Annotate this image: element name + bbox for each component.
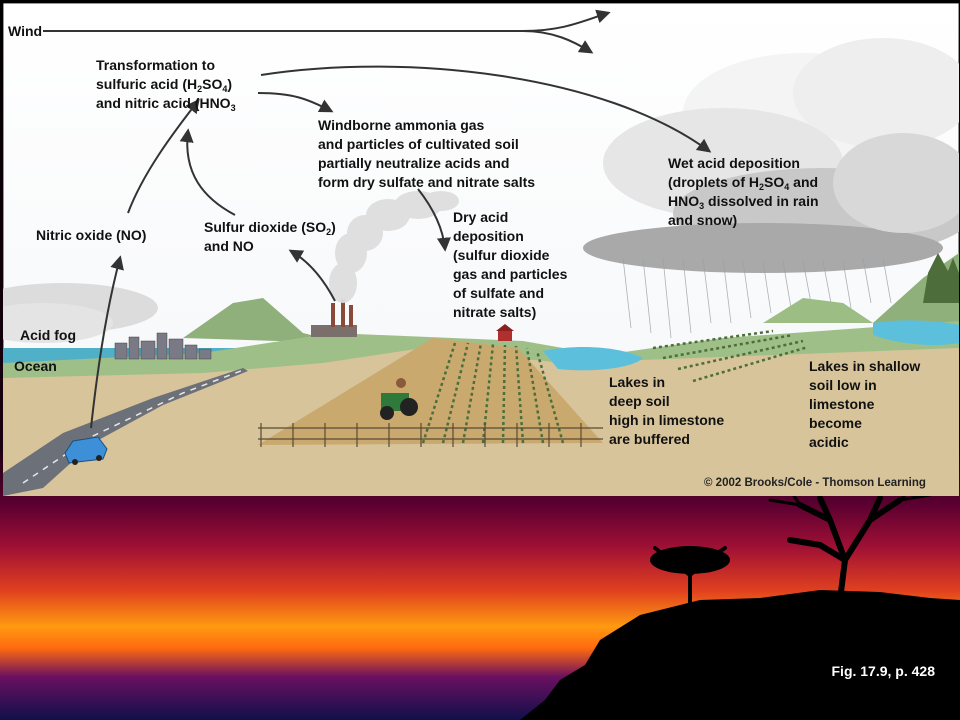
sulfur-dioxide-label: Sulfur dioxide (SO2) and NO — [204, 219, 336, 254]
road — [3, 368, 248, 496]
wind-arrow-lower — [522, 30, 594, 54]
barn — [496, 324, 514, 341]
island-silhouette — [520, 590, 960, 720]
smoke-plume — [329, 191, 459, 303]
car-to-nitric-arrow — [90, 255, 124, 429]
fence — [258, 423, 603, 447]
windborne-to-dry-arrow — [417, 188, 451, 252]
rain — [622, 257, 892, 339]
factory — [311, 299, 357, 337]
sulfur-dioxide-up-arrow — [179, 128, 236, 216]
copyright-notice: © 2002 Brooks/Cole - Thomson Learning — [704, 477, 926, 489]
car — [64, 436, 108, 465]
tractor — [380, 378, 418, 420]
transformation-to-wet-arrow — [260, 65, 712, 153]
city — [114, 332, 212, 360]
storm-cloud — [583, 38, 959, 273]
nitric-oxide-label: Nitric oxide (NO) — [36, 227, 147, 243]
lakes-shallow-soil-label: Lakes in shallow soil low in limestone b… — [809, 358, 921, 450]
crop-rows — [421, 342, 565, 444]
wet-acid-deposition-label: Wet acid deposition (droplets of H2SO4 a… — [668, 155, 819, 228]
acid-deposition-diagram — [3, 3, 959, 496]
mountain-left — [183, 298, 343, 343]
factory-to-sulfur-arrow — [288, 249, 336, 302]
acid-fog-label: Acid fog — [20, 327, 76, 343]
nitric-oxide-up-arrow — [127, 98, 200, 214]
dry-acid-deposition-label: Dry acid deposition (sulfur dioxide gas … — [453, 209, 568, 320]
transformation-label: Transformation to sulfuric acid (H2SO4) … — [96, 57, 236, 113]
lakes-deep-soil-label: Lakes in deep soil high in limestone are… — [609, 374, 725, 447]
windborne-ammonia-label: Windborne ammonia gas and particles of c… — [318, 117, 536, 190]
transformation-to-windborne-arrow — [257, 92, 334, 113]
arrows — [43, 9, 712, 429]
wind-label: Wind — [8, 23, 43, 39]
lake-shallow-soil — [873, 320, 959, 346]
lake-deep-soil — [543, 347, 643, 371]
crop-rows-right — [652, 329, 809, 383]
figure-caption: Fig. 17.9, p. 428 — [831, 663, 936, 679]
forest-right — [923, 253, 959, 303]
ocean-label: Ocean — [14, 358, 57, 374]
